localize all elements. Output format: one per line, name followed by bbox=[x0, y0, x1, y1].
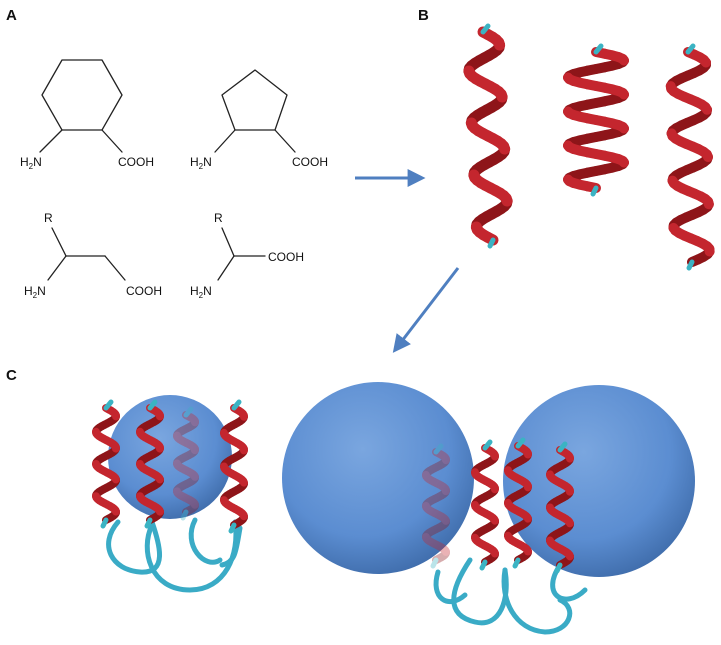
panel-label-a: A bbox=[6, 7, 17, 24]
helix-cap bbox=[479, 559, 488, 571]
helix-cap bbox=[231, 399, 242, 411]
helix-cap bbox=[590, 185, 599, 197]
helix-b-3 bbox=[665, 43, 715, 271]
r-group-label: R bbox=[44, 211, 53, 225]
helix-b-2 bbox=[563, 43, 629, 197]
linker-left-1 bbox=[106, 519, 162, 575]
panel-c-assembly bbox=[92, 382, 695, 635]
helix-cap bbox=[430, 557, 439, 569]
helix-cap bbox=[144, 517, 153, 529]
helix-cap bbox=[557, 441, 568, 453]
helix-c-ghost bbox=[422, 443, 450, 569]
molecule-cyclohexane: H2N COOH bbox=[20, 59, 154, 171]
linker-right-3 bbox=[550, 562, 588, 602]
helix-c-large-2 bbox=[504, 437, 532, 569]
nanoparticle-sphere-right bbox=[503, 385, 695, 577]
helix-c-large-3 bbox=[546, 441, 574, 574]
helix-cap bbox=[183, 406, 194, 418]
linker-right-4 bbox=[433, 569, 468, 604]
molecule-cyclopentane: H2N COOH bbox=[190, 69, 328, 171]
helix-cap bbox=[593, 43, 604, 55]
helix-c-large-1 bbox=[471, 439, 499, 571]
amine-label: H2N bbox=[190, 284, 212, 300]
carboxyl-label: COOH bbox=[126, 284, 162, 298]
panel-c-helices bbox=[92, 399, 574, 574]
helix-cap bbox=[433, 443, 444, 455]
helix-cap bbox=[180, 509, 189, 521]
amine-label: H2N bbox=[20, 155, 42, 171]
helix-c-small-2 bbox=[136, 399, 164, 529]
amine-label: H2N bbox=[190, 155, 212, 171]
linker-left-3 bbox=[188, 517, 223, 565]
linker-left-4 bbox=[219, 525, 243, 568]
r-group-label: R bbox=[214, 211, 223, 225]
helix-b-1 bbox=[463, 23, 513, 249]
nanoparticle-sphere-small bbox=[108, 395, 232, 519]
panel-label-c: C bbox=[6, 367, 17, 384]
helix-cap bbox=[487, 237, 496, 249]
molecule-alpha-amino-acid: R H2N COOH bbox=[190, 211, 304, 300]
helix-cap bbox=[228, 522, 237, 534]
helix-cap bbox=[482, 439, 493, 451]
helix-cap bbox=[147, 399, 158, 411]
nanoparticle-sphere-left bbox=[282, 382, 474, 574]
helix-c-small-ghost bbox=[173, 406, 199, 521]
panel-b-helices bbox=[463, 23, 715, 271]
carboxyl-label: COOH bbox=[268, 250, 304, 264]
helix-cap bbox=[480, 23, 491, 35]
helix-cap bbox=[103, 399, 114, 411]
helix-c-small-1 bbox=[92, 399, 120, 529]
helix-cap bbox=[515, 437, 526, 449]
helix-cap bbox=[100, 517, 109, 529]
down-left-arrow-icon bbox=[392, 267, 460, 353]
helix-cap bbox=[685, 43, 696, 55]
panel-label-b: B bbox=[418, 7, 429, 24]
helix-c-small-3 bbox=[220, 399, 248, 534]
carboxyl-label: COOH bbox=[118, 155, 154, 169]
amine-label: H2N bbox=[24, 284, 46, 300]
carboxyl-label: COOH bbox=[292, 155, 328, 169]
helix-cap bbox=[512, 557, 521, 569]
molecule-beta-amino-acid: R H2N COOH bbox=[24, 211, 162, 300]
linker-right-2 bbox=[501, 567, 573, 635]
helix-cap bbox=[554, 562, 563, 574]
helix-cap bbox=[686, 259, 695, 271]
